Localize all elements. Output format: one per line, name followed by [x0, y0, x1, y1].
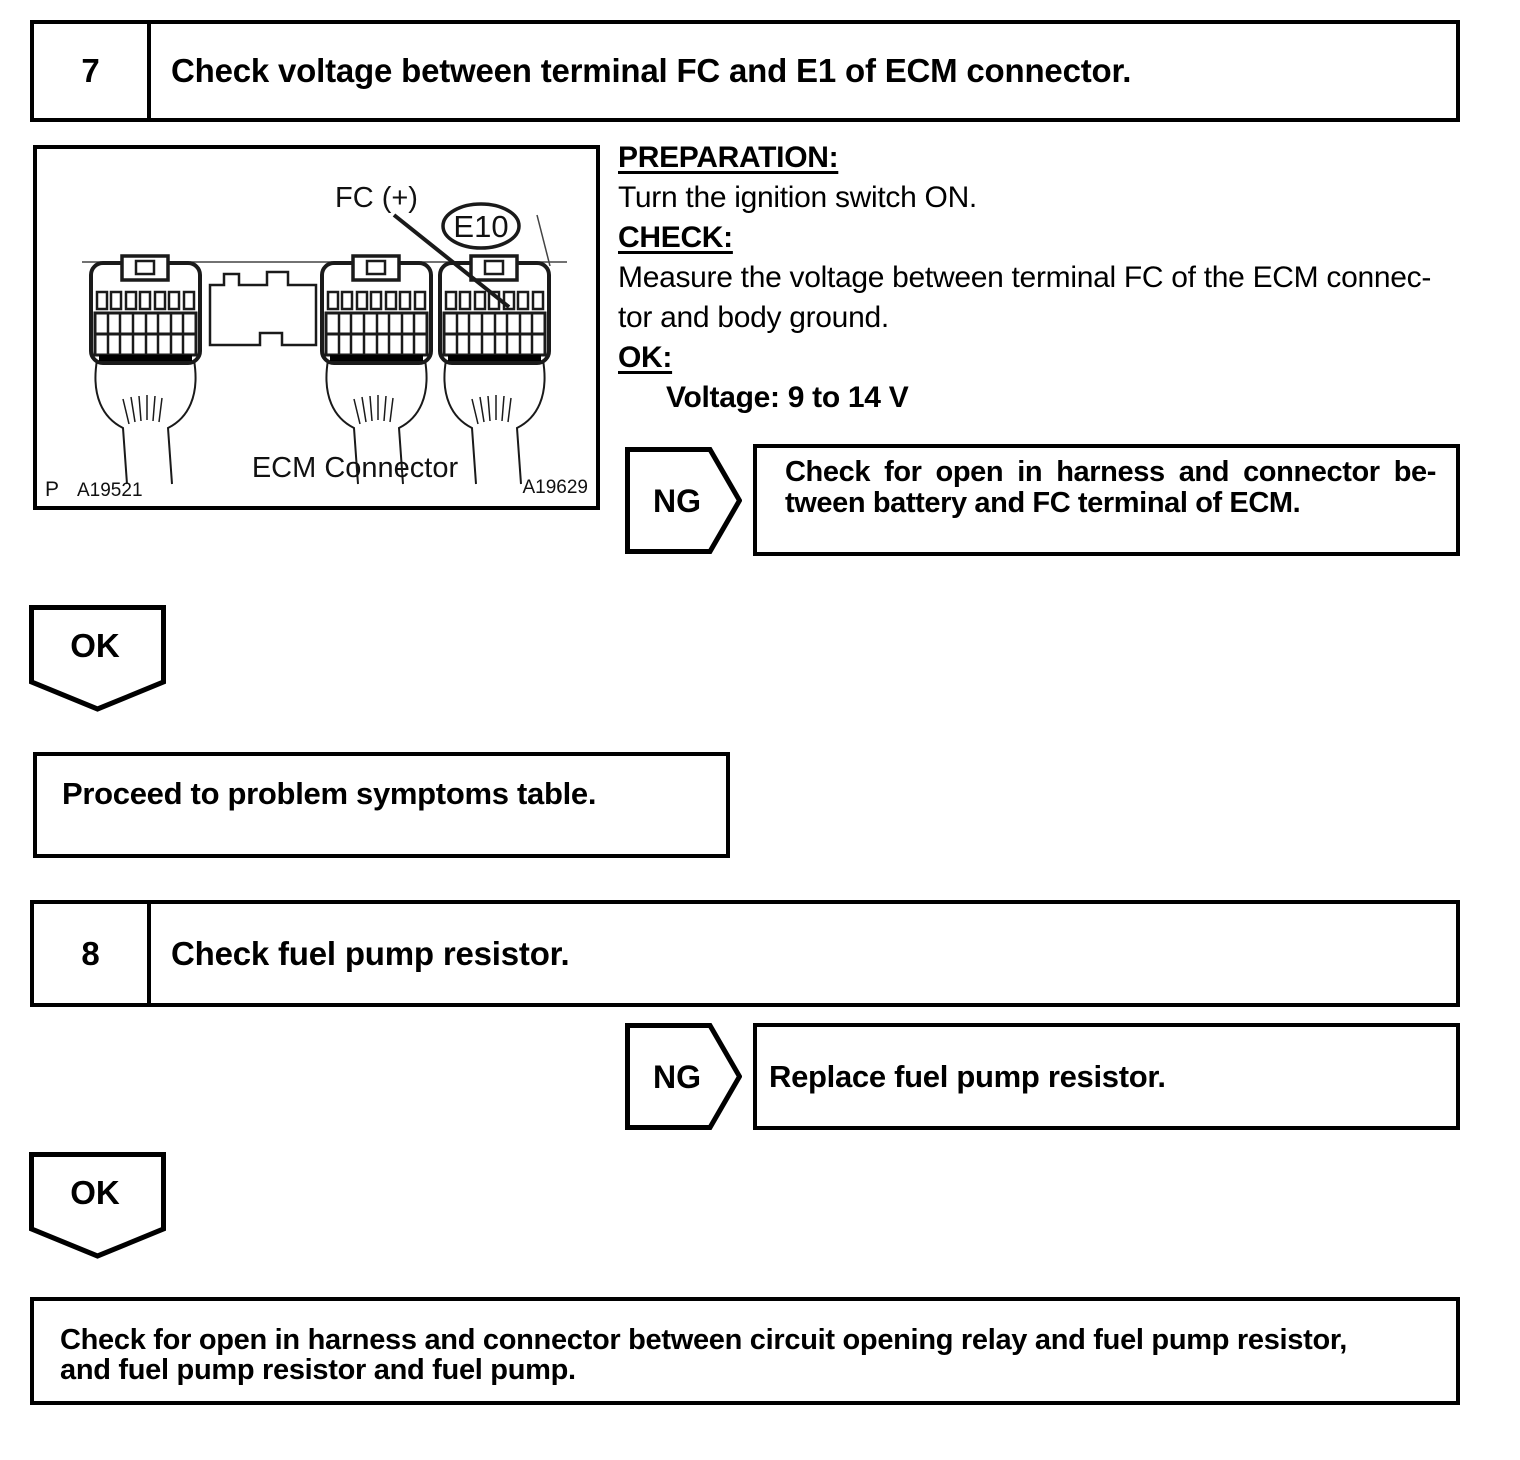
e10-callout-line — [536, 214, 551, 267]
preparation-heading: PREPARATION: — [618, 141, 839, 174]
step8-title: Check fuel pump resistor. — [171, 934, 570, 972]
figure-code-right: A19629 — [522, 477, 588, 498]
ng2-text: Replace fuel pump resistor. — [769, 1058, 1166, 1094]
step8-header-box: 8 Check fuel pump resistor. — [30, 900, 1460, 1007]
proceed-box: Proceed to problem symptoms table. — [33, 752, 730, 858]
ng1-result-box: Check for open in harness and connector … — [753, 444, 1460, 556]
step7-title: Check voltage between terminal FC and E1… — [171, 52, 1132, 89]
result-line-2: and fuel pump resistor and fuel pump. — [60, 1354, 576, 1386]
ecm-case-outline — [208, 270, 318, 347]
fc-plus-label: FC (+) — [335, 182, 418, 214]
ok1-label: OK — [70, 627, 120, 664]
result-line-1: Check for open in harness and connector … — [60, 1324, 1348, 1356]
connector-block-center — [320, 254, 433, 486]
step8-number-cell: 8 — [34, 904, 151, 1003]
check-line-1: Measure the voltage between terminal FC … — [618, 261, 1432, 294]
ng1-line-2: tween battery and FC terminal of ECM. — [785, 487, 1301, 519]
ok2-label: OK — [70, 1174, 120, 1211]
ecm-figure-box: FC (+) E10 ECM Connector P A19521 A19629 — [33, 145, 600, 510]
procedure-column: PREPARATION: Turn the ignition switch ON… — [618, 138, 1470, 418]
figure-caption: ECM Connector — [252, 452, 459, 484]
ng1-label: NG — [653, 483, 701, 519]
ok-heading: OK: — [618, 341, 673, 374]
connector-block-left — [89, 254, 202, 486]
check-heading: CHECK: — [618, 221, 733, 254]
figure-code-p: P — [45, 478, 59, 501]
preparation-text: Turn the ignition switch ON. — [618, 181, 977, 214]
step8-number: 8 — [81, 934, 100, 972]
ok-spec: Voltage: 9 to 14 V — [666, 381, 909, 414]
ng2-label: NG — [653, 1059, 701, 1095]
step7-number-cell: 7 — [34, 24, 151, 118]
ng2-arrow: NG — [625, 1023, 743, 1135]
connector-block-right — [438, 254, 551, 486]
ok2-arrow: OK — [29, 1152, 166, 1264]
ng1-line-1: Check for open in harness and connector … — [785, 456, 1436, 488]
ok1-arrow: OK — [29, 605, 166, 717]
proceed-text: Proceed to problem symptoms table. — [62, 776, 597, 811]
result-box: Check for open in harness and connector … — [30, 1297, 1460, 1405]
step7-header-box: 7 Check voltage between terminal FC and … — [30, 20, 1460, 122]
fc-leader-line — [392, 213, 511, 309]
check-line-2: tor and body ground. — [618, 301, 889, 334]
e10-label: E10 — [453, 209, 508, 244]
ng2-result-box: Replace fuel pump resistor. — [753, 1023, 1460, 1130]
e10-badge: E10 — [441, 202, 521, 250]
step7-number: 7 — [81, 52, 100, 89]
figure-code-left: A19521 — [77, 480, 143, 501]
ecm-figure-svg: FC (+) E10 ECM Connector P A19521 A19629 — [45, 182, 588, 501]
ng1-arrow: NG — [625, 447, 743, 559]
